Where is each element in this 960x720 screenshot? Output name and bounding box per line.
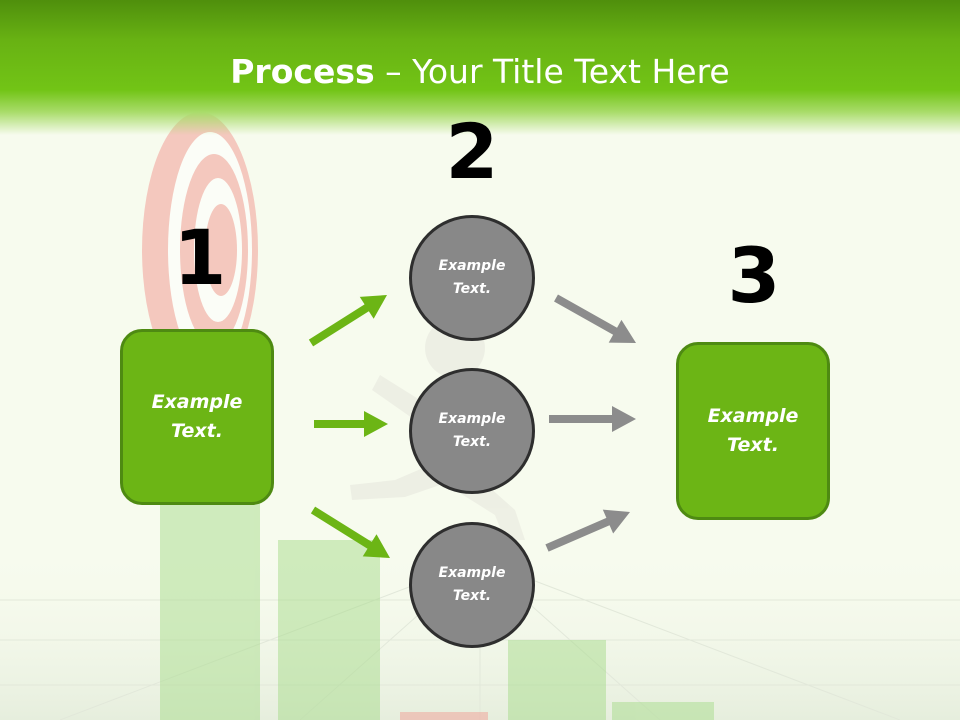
title-bar: Process – Your Title Text Here (0, 0, 960, 135)
arrow-right-down-gray-icon (554, 294, 636, 343)
title-rest: – Your Title Text Here (374, 52, 730, 91)
right-step-box[interactable]: Example Text. (676, 342, 830, 520)
arrow-right-up-gray-icon (545, 509, 630, 552)
step-number-3: 3 (727, 231, 781, 320)
right-step-text: Example Text. (707, 405, 799, 456)
circle-middle[interactable]: Example Text. (409, 368, 535, 494)
arrow-right-down-icon (310, 506, 390, 558)
target-icon (142, 112, 258, 388)
left-step-box[interactable]: Example Text. (120, 329, 274, 505)
bar-steps-icon (160, 500, 714, 720)
circle-top-text: Example Text. (438, 258, 506, 297)
left-step-text: Example Text. (151, 391, 243, 442)
title-bold: Process (230, 52, 375, 91)
circle-top[interactable]: Example Text. (409, 215, 535, 341)
circle-bottom[interactable]: Example Text. (409, 522, 535, 648)
arrow-right-gray-icon (549, 406, 636, 432)
arrow-right-up-icon (308, 295, 387, 347)
circle-middle-text: Example Text. (438, 411, 506, 450)
circle-bottom-text: Example Text. (438, 565, 506, 604)
step-number-1: 1 (173, 213, 227, 302)
arrow-right-icon (314, 411, 388, 437)
step-number-2: 2 (445, 107, 499, 196)
slide-title: Process – Your Title Text Here (0, 52, 960, 91)
